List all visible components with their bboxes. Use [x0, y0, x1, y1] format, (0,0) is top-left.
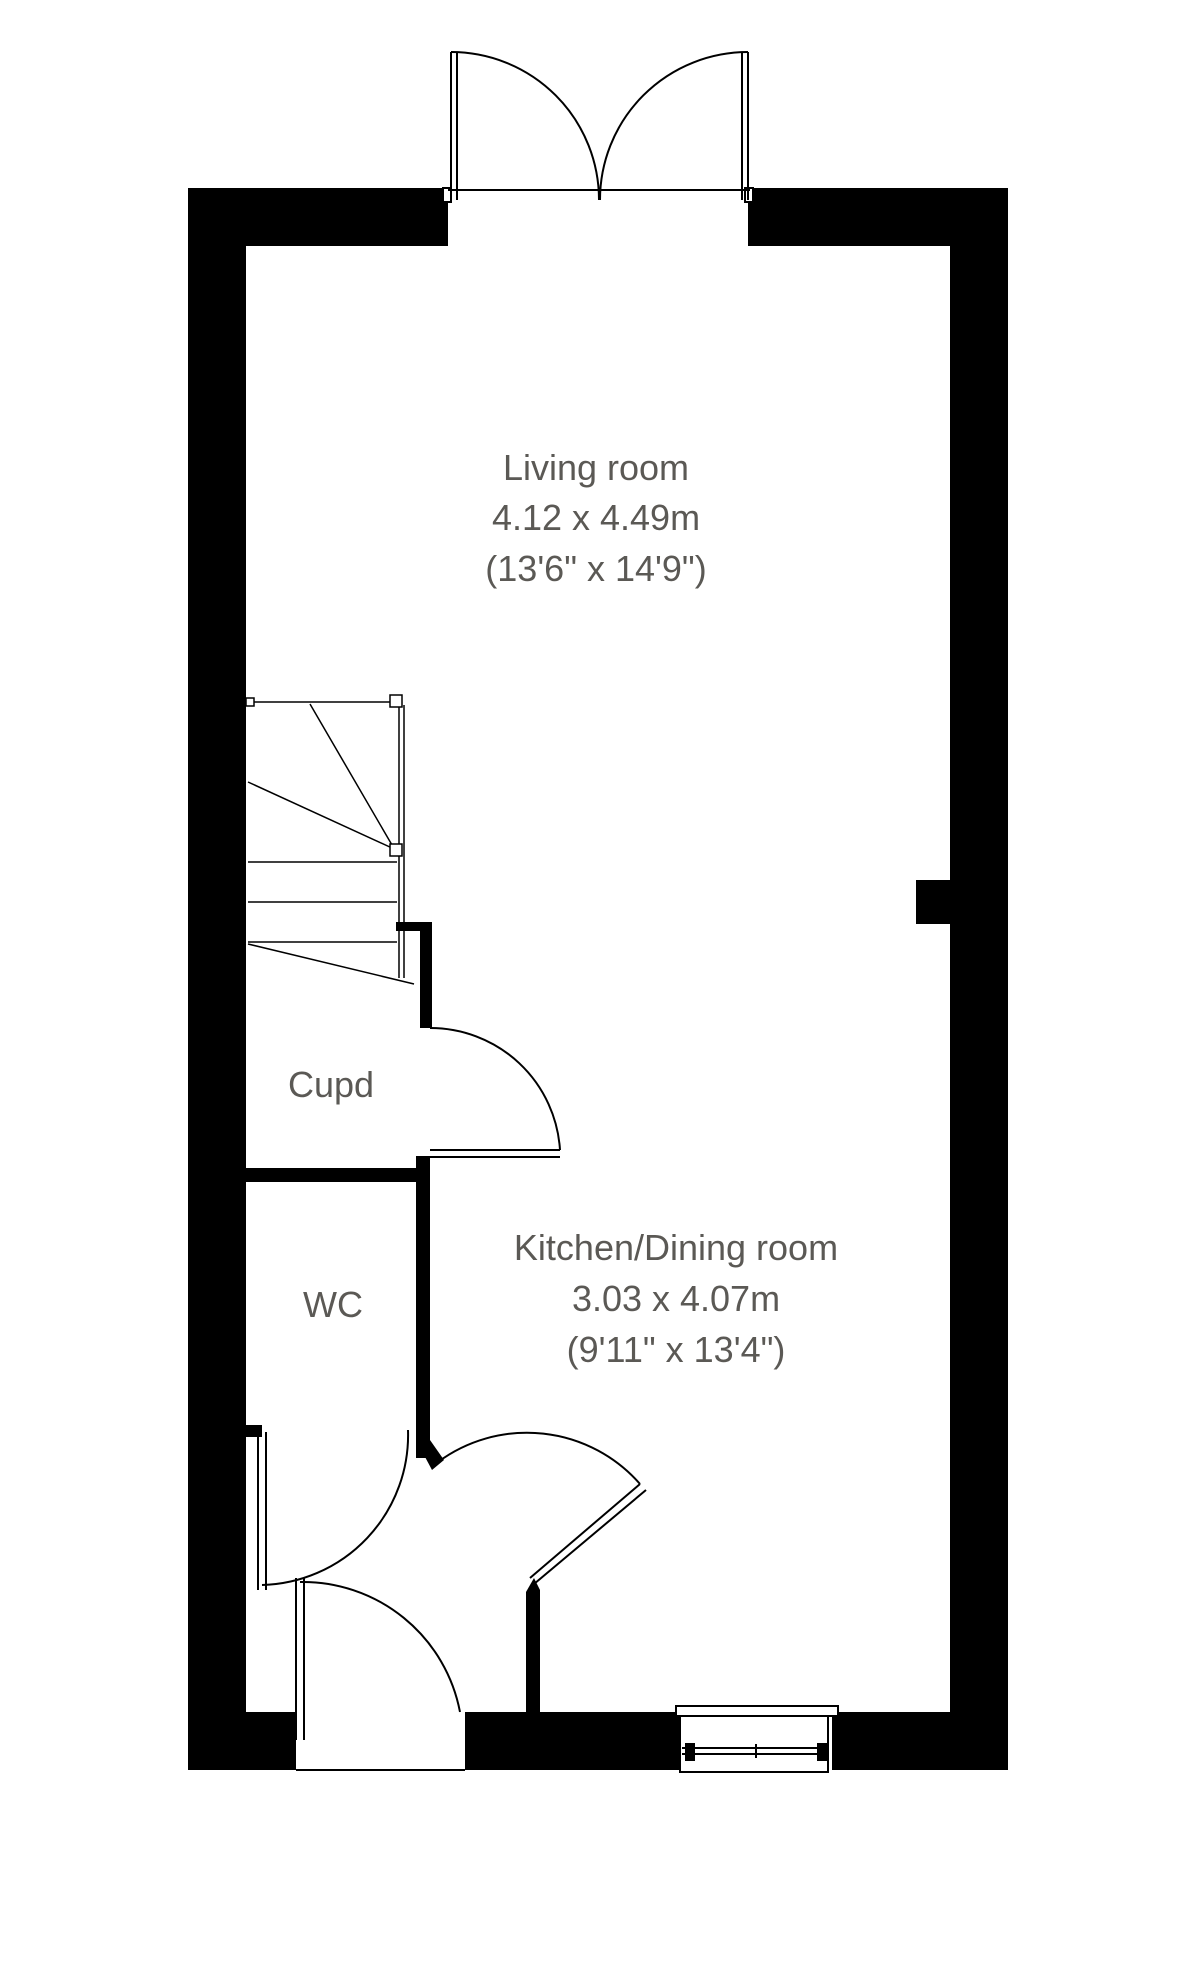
partition-wall-angled [416, 1440, 444, 1470]
window-stay-left [685, 1743, 695, 1761]
wc-door-swing [261, 1429, 410, 1586]
cupboard-door [429, 1026, 561, 1158]
bottom-wall-right [832, 1712, 1008, 1770]
living-room-imperial: (13'6" x 14'9") [485, 548, 706, 589]
newel-post-mid [389, 843, 403, 857]
hall-wall-stub [526, 1578, 540, 1712]
kitchen-name: Kitchen/Dining room [514, 1227, 838, 1268]
wall-pier [916, 880, 952, 924]
bottom-wall-left [188, 1712, 296, 1770]
living-room-metric: 4.12 x 4.49m [492, 497, 700, 538]
left-wall [188, 188, 246, 1770]
staircase [245, 694, 415, 985]
window-sill [675, 1705, 839, 1717]
outer-walls [188, 188, 1008, 1770]
bottom-wall-middle [465, 1712, 680, 1770]
living-room-label: Living room 4.12 x 4.49m (13'6" x 14'9") [485, 447, 706, 589]
kitchen-door-leaf [529, 1483, 641, 1579]
cupboard-name: Cupd [288, 1064, 374, 1105]
patio-door-swing-right [599, 51, 749, 201]
patio-door-swing-left [450, 51, 600, 201]
stair-tread-2 [247, 781, 393, 849]
entrance-door-swing [299, 1580, 461, 1713]
kitchen-door-leaf-b [533, 1489, 647, 1585]
stair-bottom-edge [247, 943, 415, 985]
front-window [675, 1705, 839, 1773]
cupboard-wall-bottom [246, 1168, 416, 1182]
newel-post-top-left [245, 697, 255, 707]
newel-post-top-right [389, 694, 403, 708]
window-frame [679, 1715, 829, 1773]
cupboard-wall-upper [396, 922, 430, 931]
patio-doors [442, 51, 754, 203]
window-stay-right [817, 1743, 827, 1761]
wc-name: WC [303, 1284, 363, 1325]
cupboard-wall-vertical [420, 922, 432, 1028]
hall-walls [416, 1440, 540, 1712]
stair-tread-1 [309, 703, 393, 846]
kitchen-metric: 3.03 x 4.07m [572, 1278, 780, 1319]
kitchen-door-swing [437, 1431, 641, 1485]
kitchen-imperial: (9'11" x 13'4") [567, 1329, 786, 1370]
internal-doors [246, 1425, 647, 1771]
right-wall [950, 188, 1008, 1770]
wc-door-jamb [246, 1425, 262, 1437]
partition-wall [416, 1156, 430, 1458]
living-room-name: Living room [503, 447, 689, 488]
cupboard-door-swing [429, 1026, 561, 1151]
kitchen-label: Kitchen/Dining room 3.03 x 4.07m (9'11" … [514, 1227, 838, 1370]
cupboard-walls [246, 922, 432, 1458]
